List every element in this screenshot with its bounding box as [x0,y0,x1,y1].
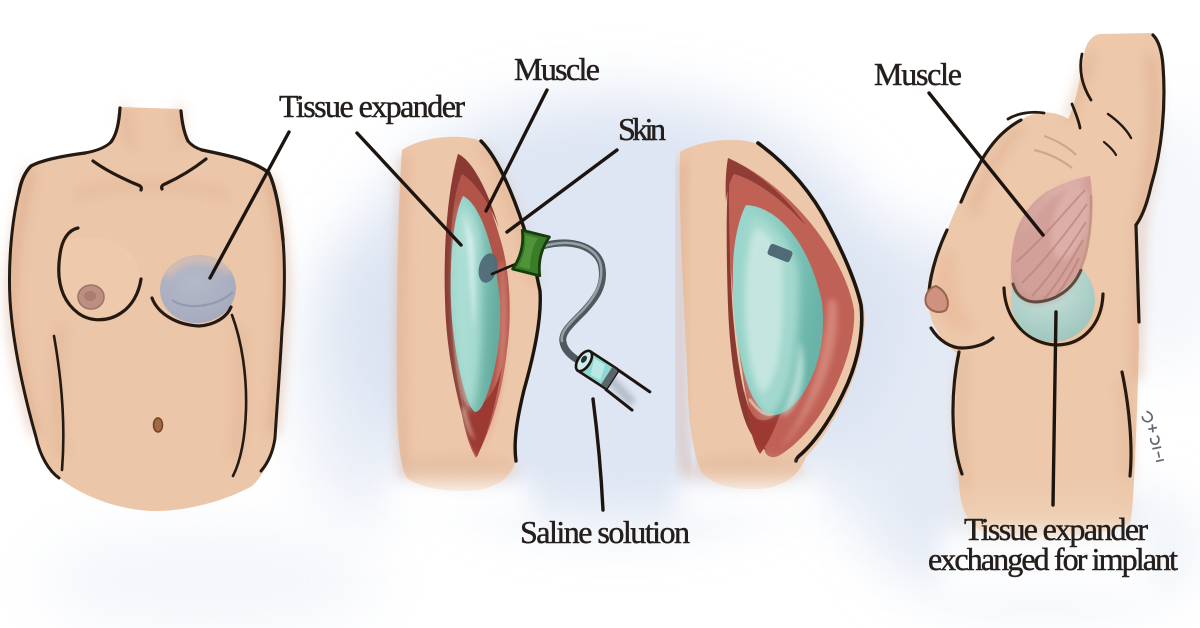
svg-text:Muscle: Muscle [874,56,962,92]
svg-text:Muscle: Muscle [514,51,600,87]
svg-text:Tissue expander: Tissue expander [279,88,465,124]
svg-text:Saline solution: Saline solution [520,514,690,550]
svg-text:Tissue expander: Tissue expander [964,511,1148,547]
svg-text:Skin: Skin [618,111,666,147]
svg-text:exchanged for implant: exchanged for implant [928,541,1178,577]
